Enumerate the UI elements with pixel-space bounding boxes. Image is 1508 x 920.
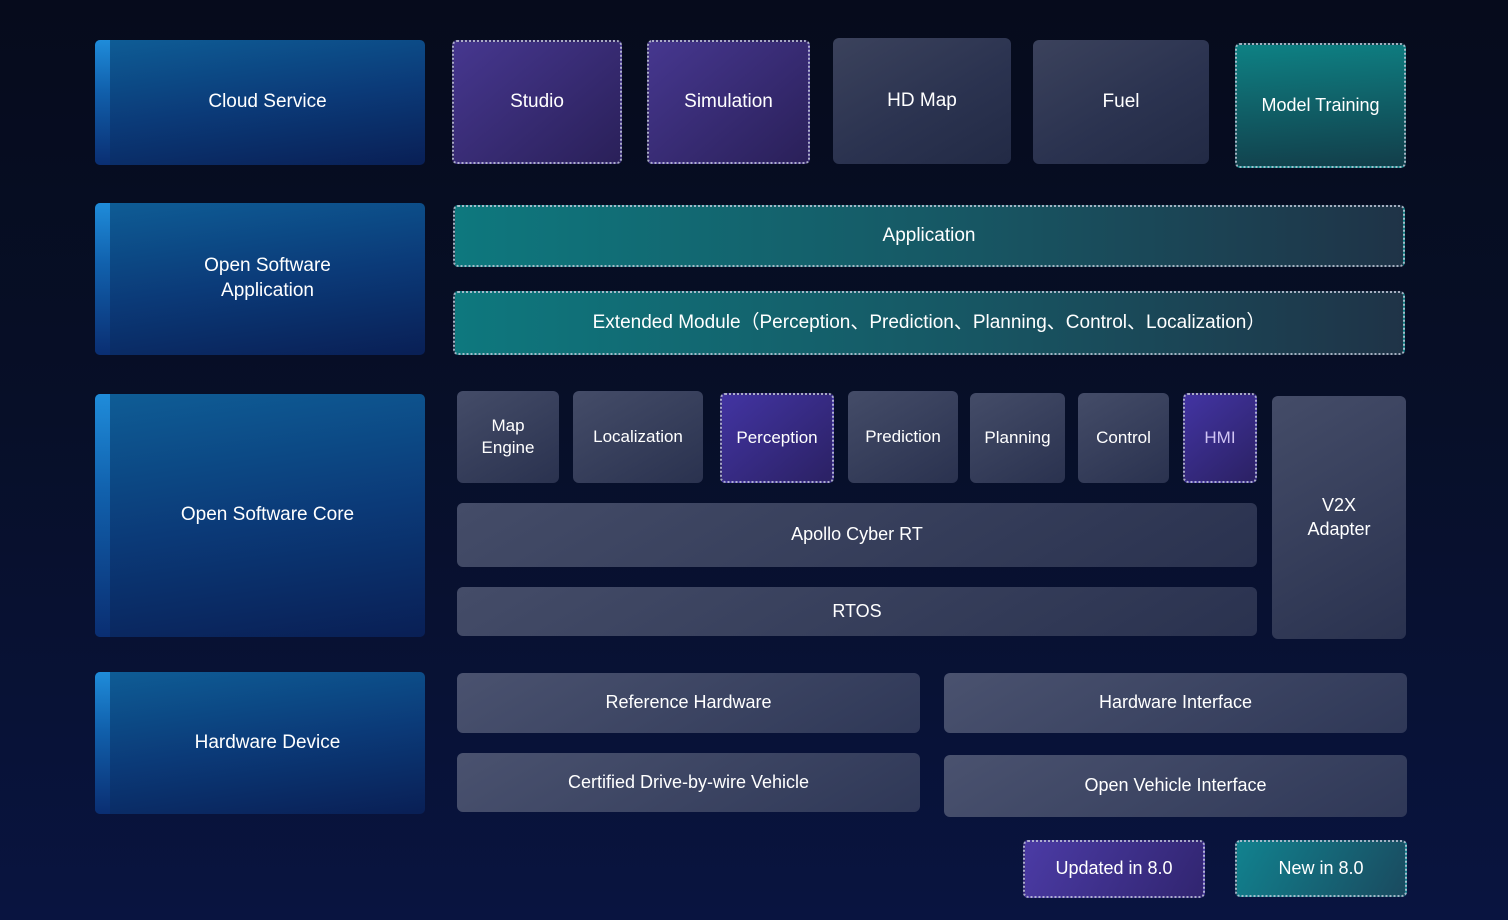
hmi-label: HMI: [1204, 427, 1236, 447]
apollo-cyber-rt-bar: Apollo Cyber RT: [457, 503, 1257, 567]
hardware-device-panel: Hardware Device: [95, 672, 425, 814]
perception-box: Perception: [720, 393, 834, 483]
control-label: Control: [1096, 427, 1151, 447]
certified-vehicle-box: Certified Drive-by-wire Vehicle: [457, 753, 920, 812]
open-vehicle-interface-box: Open Vehicle Interface: [944, 755, 1407, 817]
v2x-adapter-label: V2X Adapter: [1307, 495, 1371, 539]
studio-label: Studio: [510, 90, 564, 112]
localization-box: Localization: [573, 391, 703, 483]
panel-accent-stripe: [95, 40, 110, 165]
studio-box: Studio: [452, 40, 622, 164]
open-software-core-label: Open Software Core: [180, 504, 355, 526]
prediction-box: Prediction: [848, 391, 958, 483]
fuel-box: Fuel: [1033, 40, 1209, 164]
application-label: Application: [882, 224, 976, 246]
open-software-application-panel: Open Software Application: [95, 203, 425, 355]
panel-accent-stripe: [95, 672, 110, 814]
certified-vehicle-label: Certified Drive-by-wire Vehicle: [567, 771, 810, 792]
extended-module-label: Extended Module（Perception、Prediction、Pl…: [592, 311, 1266, 333]
model-training-box: Model Training: [1235, 43, 1406, 168]
open-software-application-label: Open Software Application: [204, 255, 331, 301]
legend-updated-badge: Updated in 8.0: [1023, 840, 1205, 898]
map-engine-box: Map Engine: [457, 391, 559, 483]
legend-updated-label: Updated in 8.0: [1055, 858, 1173, 879]
perception-label: Perception: [736, 427, 818, 447]
reference-hardware-box: Reference Hardware: [457, 673, 920, 733]
cloud-service-label: Cloud Service: [208, 91, 327, 113]
hmi-box: HMI: [1183, 393, 1257, 483]
cloud-service-panel: Cloud Service: [95, 40, 425, 165]
apollo-cyber-rt-label: Apollo Cyber RT: [791, 524, 923, 545]
localization-label: Localization: [593, 426, 683, 446]
open-vehicle-interface-label: Open Vehicle Interface: [1084, 775, 1267, 796]
extended-module-bar: Extended Module（Perception、Prediction、Pl…: [453, 291, 1405, 355]
map-engine-label: Map Engine: [481, 415, 535, 457]
legend-new-label: New in 8.0: [1278, 857, 1364, 878]
simulation-label: Simulation: [684, 90, 773, 112]
open-software-core-panel: Open Software Core: [95, 394, 425, 637]
model-training-label: Model Training: [1261, 94, 1380, 115]
reference-hardware-label: Reference Hardware: [605, 692, 772, 713]
hd-map-label: HD Map: [887, 89, 957, 111]
hardware-interface-box: Hardware Interface: [944, 673, 1407, 733]
hardware-interface-label: Hardware Interface: [1098, 692, 1253, 713]
panel-accent-stripe: [95, 203, 110, 355]
application-bar: Application: [453, 205, 1405, 267]
fuel-label: Fuel: [1102, 90, 1140, 112]
legend-new-badge: New in 8.0: [1235, 840, 1407, 897]
rtos-label: RTOS: [832, 600, 882, 621]
v2x-adapter-box: V2X Adapter: [1272, 396, 1406, 639]
prediction-label: Prediction: [865, 426, 941, 446]
control-box: Control: [1078, 393, 1169, 483]
planning-label: Planning: [984, 427, 1051, 447]
hd-map-box: HD Map: [833, 38, 1011, 164]
hardware-device-label: Hardware Device: [194, 731, 341, 753]
simulation-box: Simulation: [647, 40, 810, 164]
rtos-bar: RTOS: [457, 587, 1257, 636]
planning-box: Planning: [970, 393, 1065, 483]
panel-accent-stripe: [95, 394, 110, 637]
